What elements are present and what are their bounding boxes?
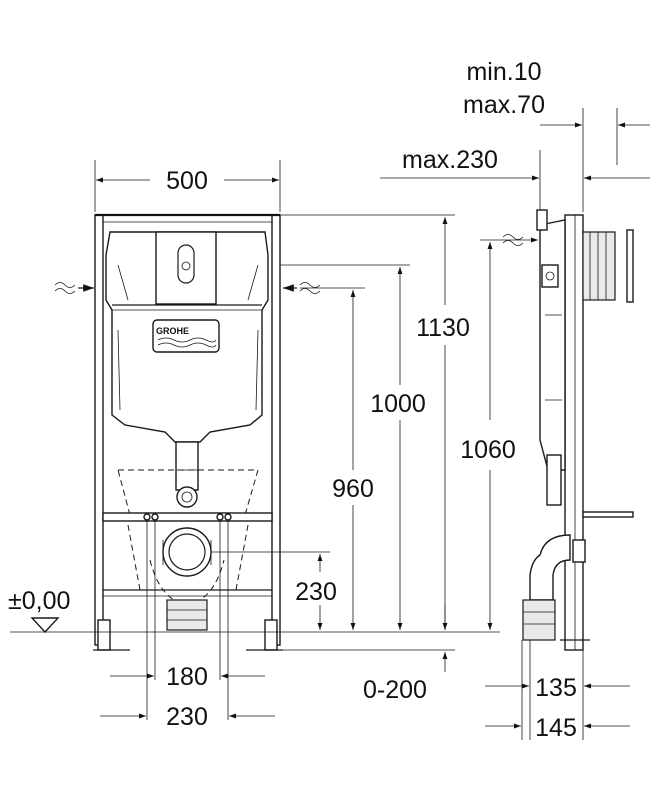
dim-bolt-spacing-inner: 180	[166, 663, 208, 691]
flush-plate-area	[155, 231, 217, 305]
dim-side-height-supply: 1060	[460, 436, 516, 464]
dim-bolt-spacing-outer: 230	[166, 703, 208, 731]
grohe-logo	[152, 319, 220, 353]
dim-height-supply: 1000	[370, 390, 426, 418]
side-view: min.10 max.70 max.230 1060 135 145	[380, 58, 650, 742]
dim-foot-adjust: 0-200	[363, 676, 427, 704]
left-foot	[97, 619, 111, 651]
dim-height-total: 1130	[416, 314, 470, 342]
mounting-crossbar	[102, 512, 273, 522]
right-foot	[264, 619, 278, 651]
side-bolt-rod	[582, 511, 634, 518]
dim-height-drain-top: 960	[332, 475, 374, 503]
dim-wall-max: max.70	[463, 91, 545, 119]
dim-depth-frame: 135	[535, 674, 577, 702]
dim-width: 500	[166, 167, 208, 195]
frame-left-post	[94, 214, 104, 646]
dim-height-drain: 230	[295, 578, 337, 606]
flush-pipe	[175, 441, 199, 491]
flush-box	[582, 231, 616, 301]
side-cistern	[539, 219, 566, 471]
flush-plate	[626, 229, 634, 303]
mounting-bolts	[143, 513, 232, 521]
side-drain-pipe	[522, 599, 556, 641]
flush-valve-icon	[177, 244, 195, 284]
water-inlet-side-icon	[480, 234, 538, 246]
water-inlet-left-icon	[54, 282, 94, 294]
dim-depth-max: max.230	[402, 146, 498, 174]
dim-wall-min: min.10	[466, 58, 541, 86]
dim-depth-total: 145	[535, 714, 577, 742]
drain-connection	[162, 527, 212, 577]
front-view: GROHE	[8, 160, 500, 731]
water-inlet-right-icon	[283, 282, 321, 294]
side-drain-elbow	[529, 534, 571, 601]
frame-right-post	[271, 214, 281, 646]
side-frame	[564, 214, 584, 651]
floor-level-icon	[30, 617, 60, 634]
drain-pipe	[166, 599, 208, 631]
logo-text: GROHE	[156, 326, 189, 336]
floor-level-label: ±0,00	[8, 587, 70, 615]
